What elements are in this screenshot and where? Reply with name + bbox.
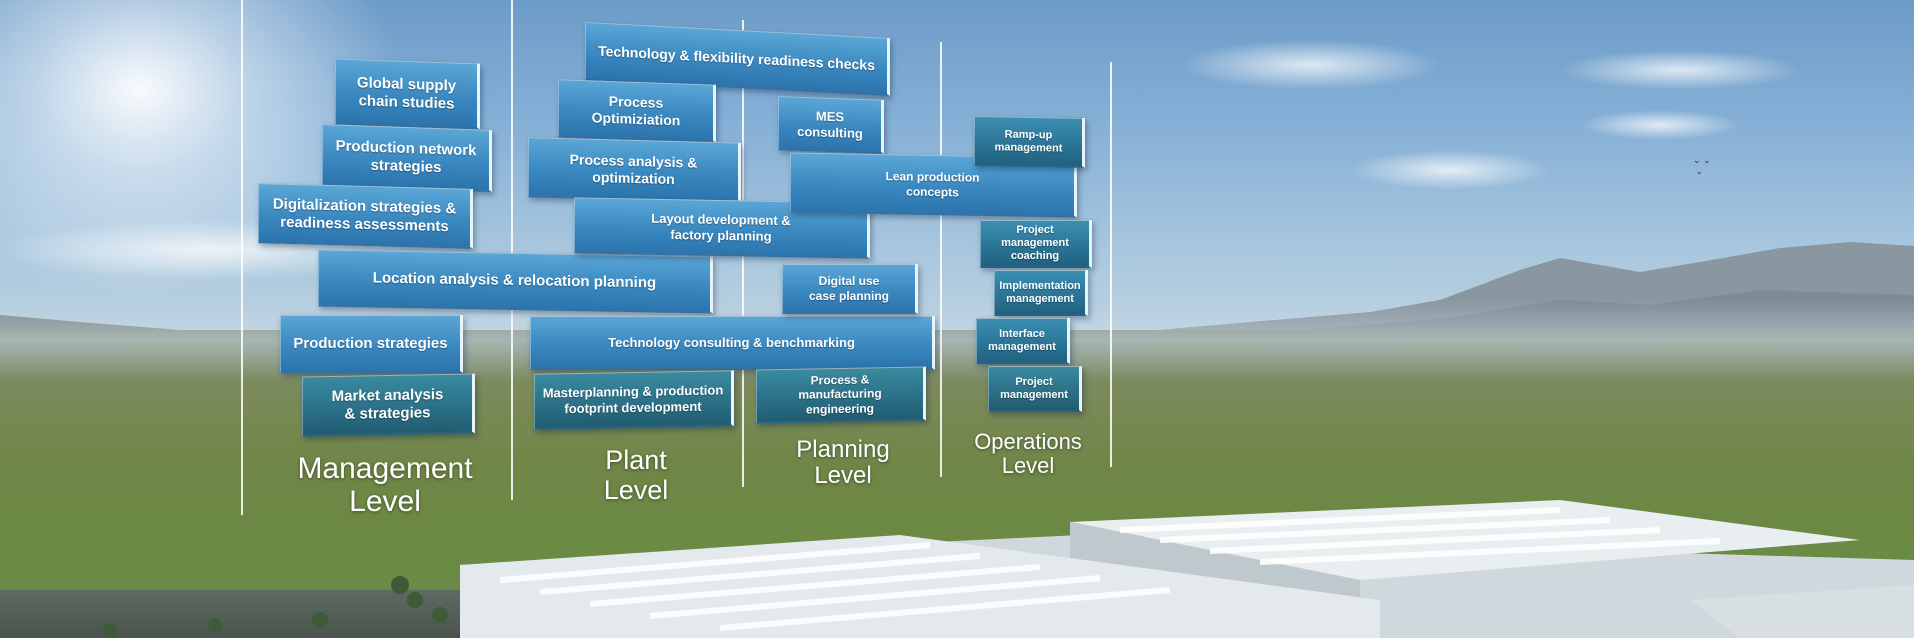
box-text: Technology consulting & benchmarking <box>608 334 855 350</box>
cloud <box>1180 40 1440 90</box>
cloud <box>1560 50 1800 90</box>
guide-line <box>1110 62 1112 467</box>
guide-line <box>241 0 243 515</box>
box-production-strategies: Production strategies <box>280 315 463 373</box>
cloud <box>1350 150 1550 190</box>
box-text: Location analysis & relocation planning <box>372 269 657 292</box>
guide-line <box>940 42 942 477</box>
box-process-optimization: Process Optimiziation <box>558 79 716 143</box>
box-tech-consulting: Technology consulting & benchmarking <box>530 316 935 370</box>
box-text: Process analysis &optimization <box>569 151 698 187</box>
box-text: Process Optimiziation <box>591 92 681 129</box>
birds-icon: ⌄ ⌄ ⌄ <box>1693 155 1711 176</box>
box-text: Process &manufacturing engineering <box>798 372 882 417</box>
box-process-manufacturing: Process &manufacturing engineering <box>756 366 926 424</box>
cloud <box>1580 110 1740 140</box>
box-text: Production strategies <box>293 334 448 352</box>
box-market-analysis: Market analysis& strategies <box>302 373 475 437</box>
box-text: Layout development &factory planning <box>651 210 791 244</box>
box-text: Market analysis& strategies <box>331 385 444 423</box>
box-location-analysis: Location analysis & relocation planning <box>318 249 713 314</box>
guide-line <box>511 0 513 500</box>
box-mes-consulting: MES consulting <box>778 96 884 154</box>
box-digitalization: Digitalization strategies &readiness ass… <box>258 183 473 249</box>
box-text: Digitalization strategies &readiness ass… <box>272 195 457 235</box>
box-text: Technology & flexibility readiness check… <box>598 42 875 74</box>
box-text: MES consulting <box>797 108 863 141</box>
box-process-analysis: Process analysis &optimization <box>528 137 741 203</box>
